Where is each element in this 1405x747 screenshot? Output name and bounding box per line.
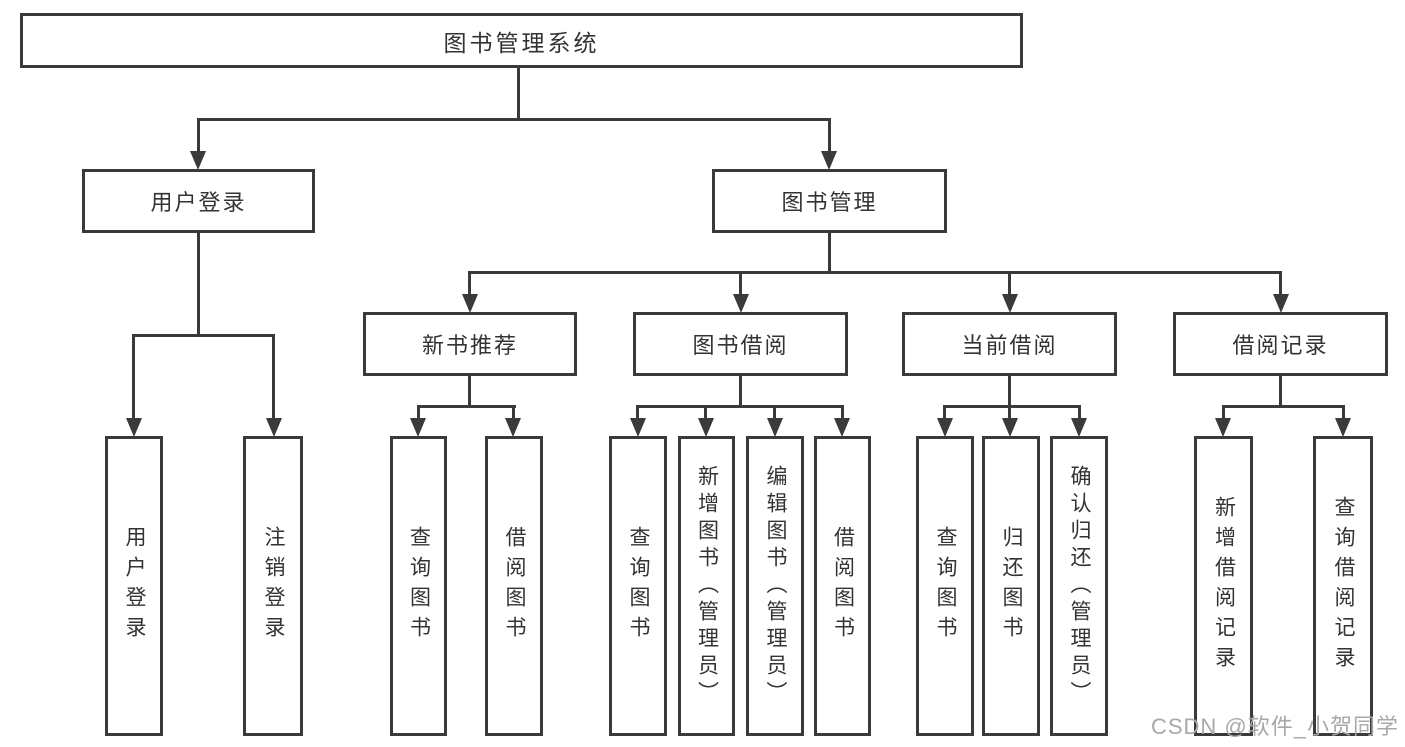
connector-line: [517, 68, 520, 121]
connector-line: [1008, 271, 1011, 297]
arrowhead-icon: [937, 418, 953, 437]
arrowhead-icon: [834, 418, 850, 437]
arrowhead-icon: [1002, 418, 1018, 437]
arrowhead-icon: [698, 418, 714, 437]
connector-line: [943, 405, 946, 420]
node-leaf-borrow-books-1: 借阅图书: [485, 436, 543, 736]
node-label: 用户登录: [150, 190, 247, 215]
node-label: 借阅图书: [831, 526, 855, 646]
arrowhead-icon: [1335, 418, 1351, 437]
node-leaf-user-login: 用户登录: [105, 436, 163, 736]
arrowhead-icon: [1273, 294, 1289, 313]
connector-line: [1279, 271, 1282, 297]
arrowhead-icon: [410, 418, 426, 437]
connector-line: [197, 118, 200, 152]
connector-line: [828, 118, 831, 152]
node-label: 当前借阅: [961, 333, 1058, 358]
connector-line: [1342, 405, 1345, 420]
node-label: 新书推荐: [421, 333, 518, 358]
node-leaf-return-books: 归还图书: [982, 436, 1040, 736]
node-leaf-confirm-return-admin: 确认归还（管理员）: [1050, 436, 1108, 736]
node-current-borrowing: 当前借阅: [902, 312, 1117, 376]
arrowhead-icon: [266, 418, 282, 437]
arrowhead-icon: [126, 418, 142, 437]
connector-line: [1008, 376, 1011, 408]
node-new-book-recommendation: 新书推荐: [363, 312, 577, 376]
connector-line: [1078, 405, 1081, 420]
arrowhead-icon: [190, 151, 206, 170]
connector-line: [739, 376, 742, 408]
connector-line: [704, 405, 707, 420]
node-leaf-query-books-2: 查询图书: [609, 436, 667, 736]
connector-line: [1222, 405, 1225, 420]
node-label: 编辑图书（管理员）: [764, 464, 788, 708]
node-label: 新增借阅记录: [1212, 496, 1236, 676]
connector-line: [132, 334, 275, 337]
connector-line: [1222, 405, 1345, 408]
node-leaf-edit-books-admin: 编辑图书（管理员）: [746, 436, 804, 736]
connector-line: [636, 405, 639, 420]
arrowhead-icon: [462, 294, 478, 313]
node-leaf-query-borrow-record: 查询借阅记录: [1313, 436, 1373, 736]
connector-line: [272, 334, 275, 420]
node-book-management: 图书管理: [712, 169, 947, 233]
connector-line: [773, 405, 776, 420]
node-root: 图书管理系统: [20, 13, 1023, 68]
node-user-login-group: 用户登录: [82, 169, 315, 233]
node-leaf-add-borrow-record: 新增借阅记录: [1194, 436, 1253, 736]
arrowhead-icon: [1002, 294, 1018, 313]
connector-line: [636, 405, 844, 408]
connector-line: [828, 233, 831, 274]
arrowhead-icon: [733, 294, 749, 313]
connector-line: [468, 271, 1282, 274]
node-label: 注销登录: [262, 526, 286, 646]
connector-line: [739, 271, 742, 297]
arrowhead-icon: [505, 418, 521, 437]
node-leaf-logout: 注销登录: [243, 436, 303, 736]
connector-line: [1279, 376, 1282, 408]
node-label: 归还图书: [1000, 526, 1024, 646]
node-label: 查询图书: [627, 526, 651, 646]
arrowhead-icon: [630, 418, 646, 437]
arrowhead-icon: [1215, 418, 1231, 437]
connector-line: [417, 405, 420, 420]
node-label: 借阅图书: [503, 526, 527, 646]
arrowhead-icon: [821, 151, 837, 170]
connector-line: [1008, 405, 1011, 420]
node-label: 新增图书（管理员）: [695, 464, 719, 708]
node-label: 用户登录: [123, 526, 147, 646]
node-leaf-borrow-books-2: 借阅图书: [814, 436, 871, 736]
node-book-borrowing: 图书借阅: [633, 312, 848, 376]
connector-line: [468, 376, 471, 408]
node-leaf-query-books-1: 查询图书: [390, 436, 447, 736]
node-label: 查询借阅记录: [1332, 496, 1356, 676]
node-label: 确认归还（管理员）: [1068, 464, 1092, 708]
node-label: 图书管理: [781, 190, 878, 215]
connector-line: [132, 334, 135, 420]
csdn-watermark: CSDN @软件_小贺同学: [1150, 714, 1399, 739]
connector-line: [468, 271, 471, 297]
arrowhead-icon: [1071, 418, 1087, 437]
connector-line: [197, 233, 200, 336]
node-label: 查询图书: [934, 526, 958, 646]
connector-line: [512, 405, 515, 420]
connector-line: [943, 405, 1081, 408]
arrowhead-icon: [767, 418, 783, 437]
node-borrowing-records: 借阅记录: [1173, 312, 1388, 376]
node-root-label: 图书管理系统: [443, 29, 600, 56]
connector-line: [197, 118, 831, 121]
node-leaf-add-books-admin: 新增图书（管理员）: [678, 436, 735, 736]
node-label: 图书借阅: [692, 333, 789, 358]
connector-line: [841, 405, 844, 420]
node-label: 借阅记录: [1232, 333, 1329, 358]
node-leaf-query-books-3: 查询图书: [916, 436, 974, 736]
connector-line: [417, 405, 516, 408]
node-label: 查询图书: [407, 526, 431, 646]
